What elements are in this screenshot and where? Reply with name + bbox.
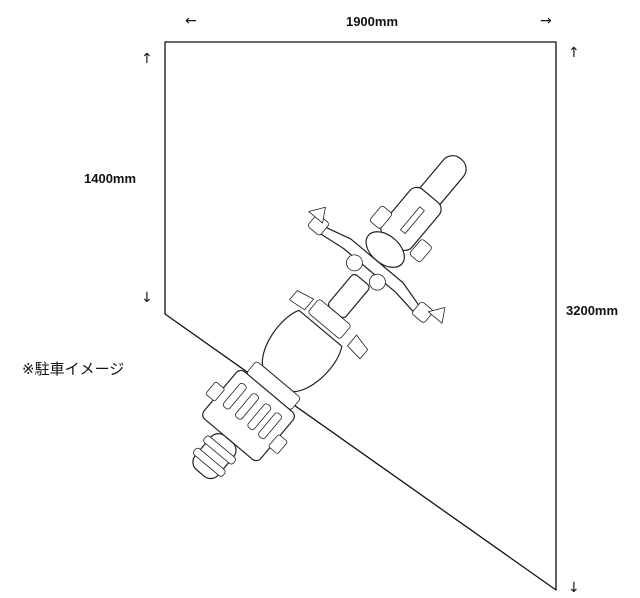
rear-tire — [192, 433, 237, 480]
motorcycle-illustration — [192, 155, 467, 480]
left-height-arrow-down: ↓ — [141, 290, 153, 306]
parking-image-note: ※駐車イメージ — [22, 360, 124, 378]
left-height-label: 1400mm — [84, 171, 136, 186]
width-arrow-left: ← — [185, 13, 197, 29]
left-height-arrow-up: ↑ — [141, 51, 153, 67]
right-height-arrow-down: ↓ — [568, 580, 580, 596]
right-height-label: 3200mm — [566, 303, 618, 318]
width-arrow-right: → — [540, 13, 552, 29]
right-height-arrow-up: ↑ — [568, 45, 580, 61]
parking-space-outline — [164, 41, 557, 591]
width-label: 1900mm — [346, 14, 398, 29]
